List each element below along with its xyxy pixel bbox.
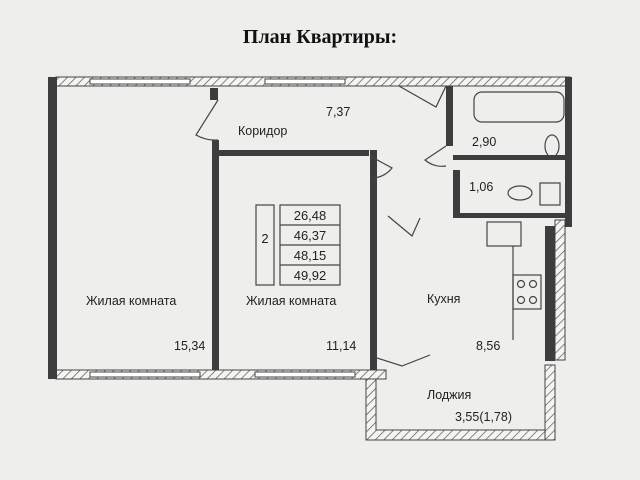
loggia-right-wall <box>544 364 556 441</box>
toilet-tank-icon <box>539 182 561 206</box>
right-upper-wall <box>565 77 572 227</box>
door-living-left <box>195 99 219 141</box>
window-bottom-left <box>89 371 201 378</box>
window-top-center <box>264 78 346 85</box>
room-name-loggia: Лоджия <box>427 388 471 402</box>
partition-kitchen-left <box>370 150 377 370</box>
summary-value: 49,92 <box>294 268 327 283</box>
partition-living-left <box>212 140 219 370</box>
summary-rooms-count: 2 <box>261 231 268 246</box>
right-exterior-wall <box>554 219 566 361</box>
room-area-toilet: 1,06 <box>469 180 493 194</box>
room-area-loggia: 3,55(1,78) <box>455 410 512 424</box>
door-bathroom <box>424 145 447 167</box>
partition-toilet-bottom <box>453 213 565 218</box>
kitchen-sink-icon <box>486 221 522 247</box>
sink-icon <box>544 134 560 158</box>
bathtub-icon <box>473 91 565 123</box>
room-name-kitchen: Кухня <box>427 292 460 306</box>
room-area-living-left: 15,34 <box>174 339 205 353</box>
partition-stub-1 <box>210 88 218 100</box>
room-name-living-left: Жилая комната <box>86 294 176 308</box>
partition-bath-toilet <box>453 155 565 160</box>
door-loggia <box>376 354 431 367</box>
partition-corridor-bottom <box>219 150 369 156</box>
room-area-kitchen: 8,56 <box>476 339 500 353</box>
room-area-corridor: 7,37 <box>326 105 350 119</box>
door-kitchen <box>387 215 421 237</box>
page-title: План Квартиры: <box>242 26 398 48</box>
kitchen-right-wall <box>545 226 555 361</box>
door-entrance <box>398 85 447 108</box>
room-area-bathroom: 2,90 <box>472 135 496 149</box>
left-wall <box>48 77 57 379</box>
summary-rooms-cell <box>255 204 275 286</box>
room-area-living-center: 11,14 <box>326 339 356 353</box>
window-top-left <box>89 78 191 85</box>
partition-toilet-left <box>453 170 460 218</box>
stove-icon <box>512 274 542 310</box>
summary-value: 26,48 <box>294 208 327 223</box>
partition-bath-left <box>446 86 453 146</box>
door-corridor <box>369 155 393 179</box>
toilet-icon <box>507 185 533 201</box>
window-bottom-center <box>254 371 356 378</box>
room-name-living-center: Жилая комната <box>246 294 336 308</box>
summary-value: 46,37 <box>294 228 327 243</box>
room-name-corridor: Коридор <box>238 124 287 138</box>
summary-value: 48,15 <box>294 248 327 263</box>
